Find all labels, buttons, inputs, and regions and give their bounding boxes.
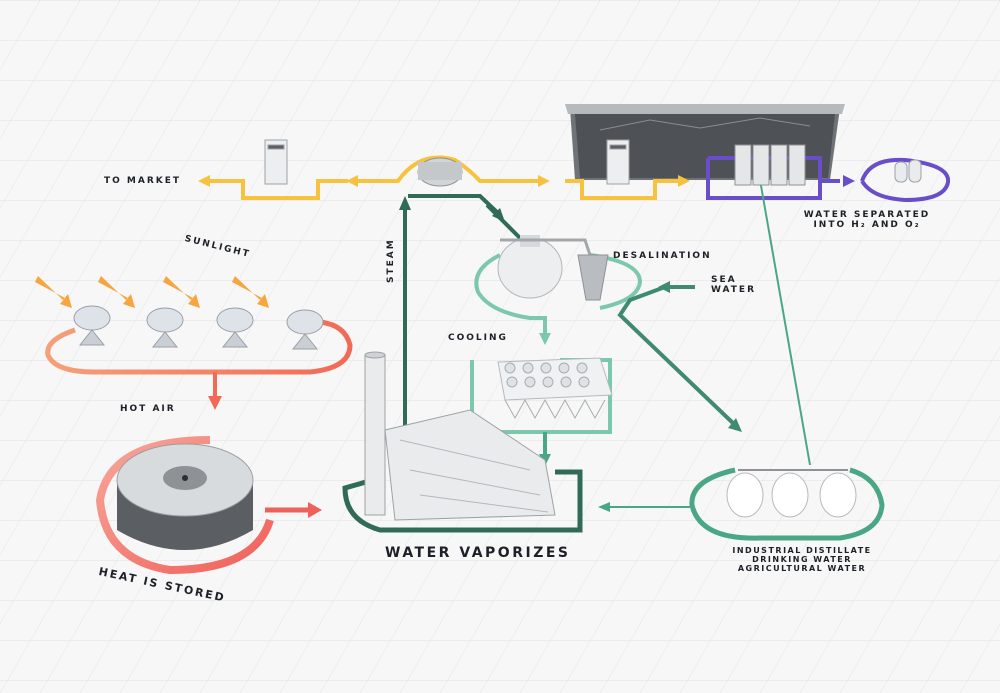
water-storage-tanks — [726, 469, 857, 518]
arrow-hot-air — [208, 396, 222, 410]
arrow-sea-water — [658, 281, 670, 293]
arrow-to-storage — [728, 418, 742, 432]
return-lines — [605, 179, 811, 508]
label-cooling: COOLING — [448, 333, 508, 343]
arrow-to-electrolyzer — [678, 175, 690, 187]
label-steam: STEAM — [386, 238, 396, 283]
label-water: WATER — [711, 285, 757, 296]
label-agricultural-water: AGRICULTURAL WATER — [737, 564, 867, 574]
label-water-products: INDUSTRIAL DISTILLATE DRINKING WATER AGR… — [712, 546, 892, 574]
transformer-cabinets — [264, 139, 630, 185]
arrow-steam-turbine — [492, 208, 505, 222]
desalination-unit — [497, 235, 609, 301]
label-sea: SEA — [711, 275, 737, 285]
label-hot-air: HOT AIR — [120, 404, 176, 414]
water-storage-loop — [689, 467, 885, 541]
sea-water-line — [617, 285, 737, 427]
boiler-tower — [364, 351, 556, 521]
water-vaporizes-loop — [342, 469, 583, 533]
arrow-hydrogen — [843, 175, 855, 187]
heat-storage-tank — [116, 443, 254, 550]
arrow-to-market — [198, 175, 210, 187]
hydrogen-tanks — [894, 159, 922, 183]
arrow-electricity-left — [346, 175, 358, 187]
turbine — [417, 157, 463, 187]
heat-storage-loop — [95, 436, 274, 575]
arrow-electricity-right — [538, 175, 550, 187]
arrow-steam-up — [399, 196, 411, 210]
arrow-return-water — [598, 502, 610, 512]
cooling-tower-array — [497, 357, 613, 420]
label-water-separated: WATER SEPARATED INTO H₂ AND O₂ — [782, 210, 952, 231]
electrolyzer-racks — [734, 144, 806, 186]
label-sea-water: SEA WATER — [711, 275, 756, 296]
label-industrial-distillate: INDUSTRIAL DISTILLATE — [732, 546, 872, 555]
solar-dishes — [73, 305, 324, 350]
label-water-vaporizes: WATER VAPORIZES — [385, 545, 571, 561]
sunlight-arrows — [35, 276, 269, 308]
label-drinking-water: DRINKING WATER — [752, 555, 852, 565]
label-into-h2-o2: INTO H₂ AND O₂ — [813, 220, 921, 231]
label-desalination: DESALINATION — [613, 251, 712, 261]
arrow-heat-to-boiler — [308, 502, 322, 518]
electricity-line — [205, 155, 685, 200]
label-water-separated-line1: WATER SEPARATED — [803, 210, 931, 220]
label-to-market: TO MARKET — [104, 176, 182, 186]
solar-loop — [45, 319, 353, 375]
arrow-to-cooling — [539, 333, 551, 345]
